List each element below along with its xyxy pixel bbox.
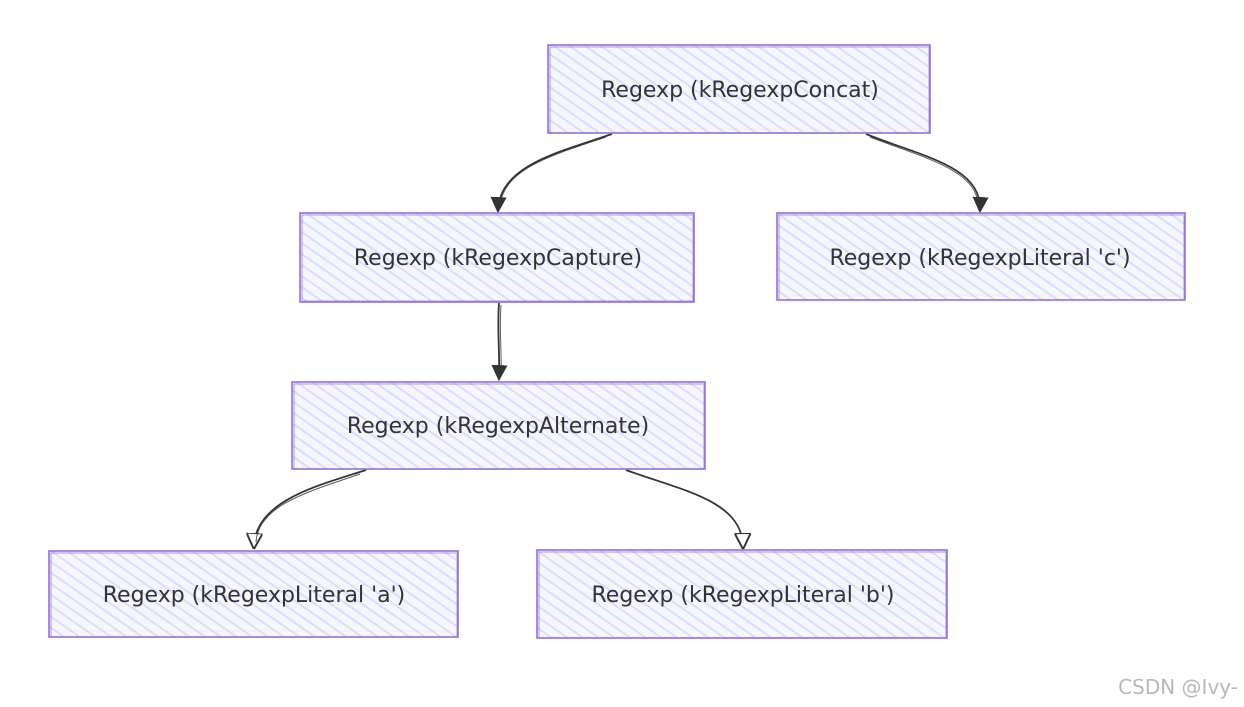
node-concat-label: Regexp (kRegexpConcat) xyxy=(601,78,879,103)
node-literal-a: Regexp (kRegexpLiteral 'a') xyxy=(48,550,459,638)
node-capture: Regexp (kRegexpCapture) xyxy=(299,212,695,303)
node-capture-label: Regexp (kRegexpCapture) xyxy=(354,246,642,271)
edge-concat-to-capture xyxy=(490,133,613,214)
edge-capture-to-alternate xyxy=(491,302,508,382)
node-literal-c: Regexp (kRegexpLiteral 'c') xyxy=(776,212,1186,301)
edge-alternate-to-literal-b xyxy=(625,469,743,546)
node-literal-b: Regexp (kRegexpLiteral 'b') xyxy=(536,549,948,639)
node-concat: Regexp (kRegexpConcat) xyxy=(547,44,931,134)
node-alternate: Regexp (kRegexpAlternate) xyxy=(291,381,706,470)
edge-concat-to-literal-c xyxy=(865,133,989,214)
node-alternate-label: Regexp (kRegexpAlternate) xyxy=(347,414,649,439)
node-literal-b-label: Regexp (kRegexpLiteral 'b') xyxy=(592,583,895,608)
edge-alternate-to-literal-a xyxy=(254,469,367,546)
node-literal-c-label: Regexp (kRegexpLiteral 'c') xyxy=(829,246,1130,271)
node-literal-a-label: Regexp (kRegexpLiteral 'a') xyxy=(103,583,406,608)
watermark: CSDN @Ivy- xyxy=(1118,675,1238,699)
